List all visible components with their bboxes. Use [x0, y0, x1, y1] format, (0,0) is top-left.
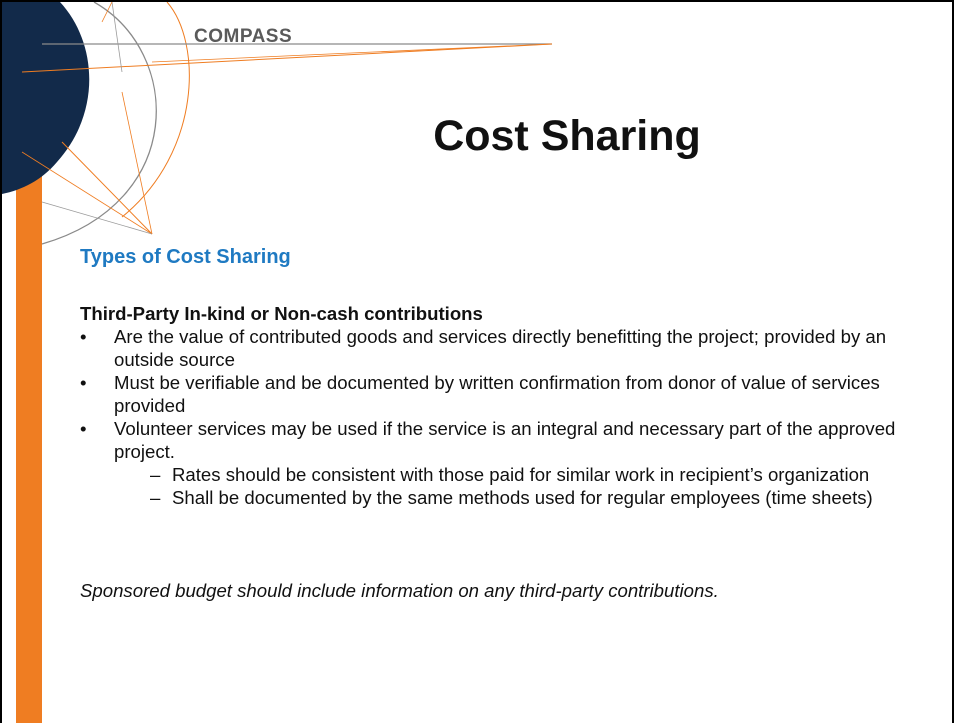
sub-bullet-item: – Rates should be consistent with those …: [114, 463, 910, 486]
compass-grey-ray-2: [111, 2, 123, 73]
compass-logo-text: COMPASS: [194, 26, 293, 47]
dash-icon: –: [150, 464, 161, 485]
bullet-item: • Are the value of contributed goods and…: [80, 325, 910, 371]
compass-arc-line-2: [121, 2, 190, 218]
bullet-icon: •: [80, 326, 87, 347]
compass-grey-ray-1: [41, 201, 153, 235]
sub-bullet-text: Rates should be consistent with those pa…: [172, 464, 870, 485]
bullet-item: • Volunteer services may be used if the …: [80, 417, 910, 509]
bullet-list: • Are the value of contributed goods and…: [80, 325, 910, 509]
compass-orange-ray-4: [21, 151, 153, 235]
footer-note: Sponsored budget should include informat…: [80, 580, 719, 601]
sub-bullet-item: – Shall be documented by the same method…: [114, 486, 910, 509]
compass-arc-line: [41, 2, 157, 245]
bullet-icon: •: [80, 418, 87, 439]
slide-subtitle: Types of Cost Sharing: [80, 246, 291, 268]
orange-side-bar: [16, 174, 42, 723]
bullet-text: Are the value of contributed goods and s…: [114, 326, 887, 370]
compass-orange-ray-6: [101, 2, 113, 23]
slide-title: Cost Sharing: [433, 112, 701, 160]
bullet-item: • Must be verifiable and be documented b…: [80, 371, 910, 417]
compass-orange-ray-5: [121, 91, 153, 235]
compass-orange-ray-3: [61, 141, 153, 235]
bullet-text: Must be verifiable and be documented by …: [114, 372, 880, 416]
dash-icon: –: [150, 487, 161, 508]
compass-orange-ray-2: [151, 43, 553, 63]
slide-body: Third-Party In-kind or Non-cash contribu…: [80, 302, 910, 509]
compass-orange-ray-1: [21, 43, 553, 73]
bullet-text: Volunteer services may be used if the se…: [114, 418, 896, 462]
navy-half-circle: [2, 2, 90, 194]
section-heading: Third-Party In-kind or Non-cash contribu…: [80, 303, 483, 324]
sub-bullet-text: Shall be documented by the same methods …: [172, 487, 873, 508]
bullet-icon: •: [80, 372, 87, 393]
sub-bullet-list: – Rates should be consistent with those …: [114, 463, 910, 509]
